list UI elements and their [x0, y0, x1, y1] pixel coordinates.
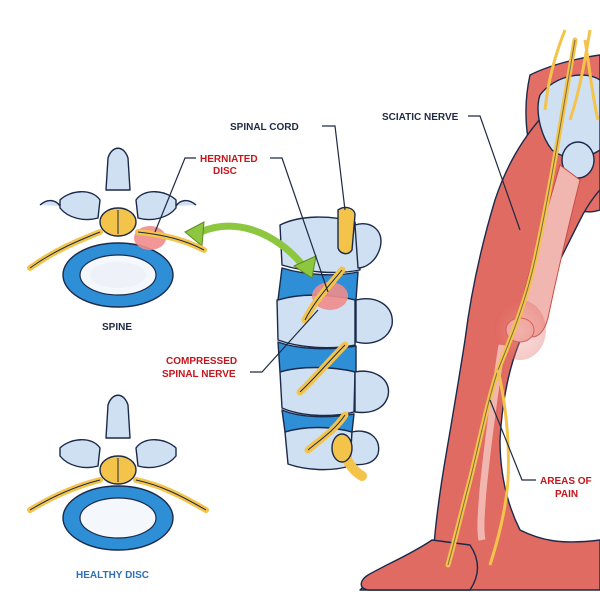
connection-arrow — [184, 221, 317, 279]
spine-column — [276, 206, 393, 481]
leg-outline — [359, 94, 600, 591]
sciatic-nerve-text: SCIATIC NERVE — [382, 112, 459, 123]
areas-of-pain-text-2: PAIN — [555, 489, 578, 500]
compressed-text-2: SPINAL NERVE — [162, 369, 236, 380]
herniated-vertebra — [27, 147, 207, 308]
herniated-disc-text-2: DISC — [213, 166, 237, 177]
leg-illustration — [359, 29, 600, 591]
healthy-vertebra — [27, 394, 209, 551]
spinal-cord-text: SPINAL CORD — [230, 122, 299, 133]
areas-of-pain-text-1: AREAS OF — [540, 476, 592, 487]
label-areas-of-pain: AREAS OF PAIN — [489, 399, 592, 500]
spine-text: SPINE — [102, 322, 132, 333]
compressed-text-1: COMPRESSED — [166, 356, 237, 367]
label-herniated-disc: HERNIATED DISC — [154, 154, 329, 293]
label-healthy-disc: HEALTHY DISC — [76, 570, 149, 581]
label-sciatic-nerve: SCIATIC NERVE — [382, 112, 521, 231]
healthy-disc-text: HEALTHY DISC — [76, 570, 149, 581]
herniated-disc-text-1: HERNIATED — [200, 154, 258, 165]
label-compressed-nerve: COMPRESSED SPINAL NERVE — [162, 309, 319, 380]
label-spinal-cord: SPINAL CORD — [230, 122, 346, 211]
label-spine: SPINE — [102, 322, 132, 333]
